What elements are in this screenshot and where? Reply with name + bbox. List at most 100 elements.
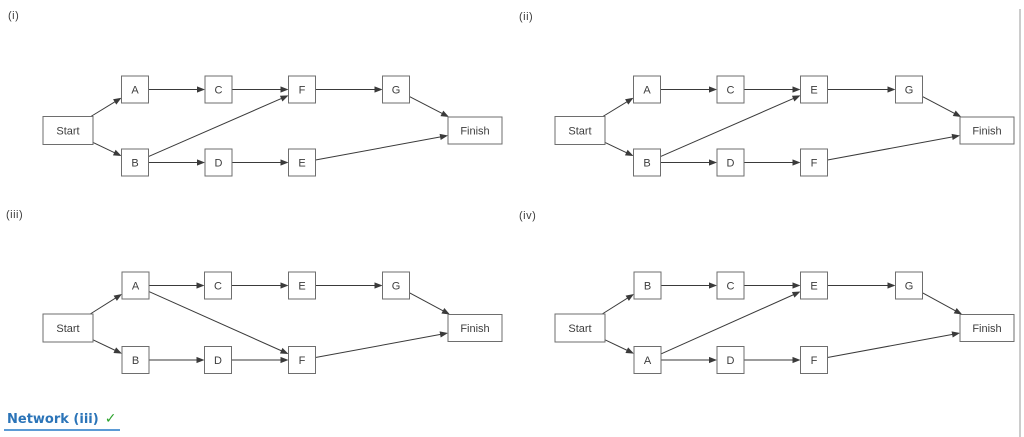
node-label: F bbox=[811, 355, 818, 367]
edge-iii-C-E bbox=[231, 282, 289, 289]
edge-iv-start-A bbox=[604, 339, 634, 354]
node-iv-C: C bbox=[716, 271, 745, 300]
arrowhead-icon bbox=[709, 159, 717, 166]
node-iv-start: Start bbox=[554, 313, 606, 343]
arrowhead-icon bbox=[441, 307, 450, 315]
edge-iv-A-D bbox=[661, 356, 717, 364]
answer-link-text[interactable]: Network (iii) bbox=[7, 412, 99, 427]
edge-i-F-G bbox=[315, 86, 383, 93]
node-label: E bbox=[298, 281, 305, 293]
node-label: Start bbox=[568, 323, 591, 335]
arrowhead-icon bbox=[113, 97, 122, 105]
edge-ii-E-G bbox=[827, 86, 896, 93]
node-label: D bbox=[215, 158, 223, 170]
edge-iii-B-D bbox=[149, 356, 205, 364]
edge-iii-E-G bbox=[315, 282, 383, 289]
edge-iii-F-finish bbox=[315, 331, 448, 358]
node-label: E bbox=[810, 85, 817, 97]
node-ii-A: A bbox=[633, 75, 661, 104]
arrowhead-icon bbox=[951, 331, 960, 338]
node-i-F: F bbox=[288, 75, 316, 104]
node-label: D bbox=[727, 355, 735, 367]
edge-iv-C-E bbox=[744, 282, 801, 289]
arrowhead-icon bbox=[374, 86, 383, 93]
arrowhead-icon bbox=[792, 356, 801, 364]
node-iii-E: E bbox=[288, 271, 316, 300]
node-label: C bbox=[727, 85, 735, 97]
edge-iv-E-G bbox=[827, 282, 896, 289]
node-label: Finish bbox=[460, 126, 489, 138]
arrowhead-icon bbox=[952, 110, 962, 117]
node-label: A bbox=[132, 281, 140, 293]
edge-ii-B-E bbox=[660, 95, 801, 158]
node-iii-B: B bbox=[121, 346, 150, 374]
arrowhead-icon bbox=[113, 294, 122, 301]
edge-ii-start-B bbox=[604, 141, 634, 157]
arrowhead-icon bbox=[197, 86, 205, 93]
node-iv-A: A bbox=[633, 346, 662, 374]
edge-ii-F-finish bbox=[827, 133, 960, 161]
arrowhead-icon bbox=[709, 282, 717, 289]
arrowhead-icon bbox=[951, 133, 960, 140]
edge-iii-A-F bbox=[148, 291, 289, 354]
node-label: G bbox=[905, 281, 914, 293]
arrowhead-icon bbox=[792, 86, 801, 93]
node-i-E: E bbox=[288, 148, 316, 177]
edge-i-start-A bbox=[90, 97, 122, 117]
node-label: B bbox=[643, 158, 650, 170]
node-iii-G: G bbox=[382, 271, 410, 300]
node-label: E bbox=[810, 281, 817, 293]
edge-ii-B-D bbox=[660, 159, 717, 166]
edge-iii-D-F bbox=[231, 356, 289, 364]
node-i-A: A bbox=[121, 75, 149, 104]
node-label: Start bbox=[568, 126, 591, 138]
arrowhead-icon bbox=[113, 347, 122, 354]
node-label: Start bbox=[56, 323, 79, 335]
node-ii-G: G bbox=[895, 75, 923, 104]
node-i-G: G bbox=[382, 75, 410, 104]
arrowhead-icon bbox=[625, 294, 634, 301]
arrowhead-icon bbox=[374, 282, 383, 289]
node-iii-F: F bbox=[288, 346, 316, 374]
node-label: A bbox=[643, 85, 651, 97]
arrowhead-icon bbox=[791, 95, 801, 102]
edge-ii-C-E bbox=[744, 86, 801, 93]
node-label: F bbox=[299, 85, 306, 97]
edge-iv-B-C bbox=[661, 282, 717, 289]
arrowhead-icon bbox=[709, 356, 717, 364]
arrowhead-icon bbox=[112, 149, 122, 157]
node-label: D bbox=[214, 355, 222, 367]
node-label: Finish bbox=[972, 126, 1001, 138]
arrowhead-icon bbox=[196, 282, 205, 289]
scrollbar-track[interactable] bbox=[1019, 9, 1021, 437]
node-label: Finish bbox=[460, 323, 489, 335]
node-label: Finish bbox=[972, 323, 1001, 335]
arrowhead-icon bbox=[197, 159, 205, 166]
node-ii-C: C bbox=[716, 75, 745, 104]
arrowhead-icon bbox=[439, 331, 448, 338]
arrowhead-icon bbox=[887, 282, 896, 289]
edge-iv-G-finish bbox=[922, 292, 963, 315]
node-ii-B: B bbox=[633, 148, 661, 177]
node-label: E bbox=[298, 158, 305, 170]
arrowhead-icon bbox=[196, 356, 205, 364]
edge-iv-D-F bbox=[744, 356, 801, 364]
arrowhead-icon bbox=[887, 86, 896, 93]
node-iii-finish: Finish bbox=[447, 314, 503, 342]
edge-iii-start-A bbox=[89, 294, 122, 315]
network-iv-label: (iv) bbox=[519, 210, 537, 222]
network-i-label: (i) bbox=[8, 10, 20, 22]
edge-ii-G-finish bbox=[922, 96, 962, 117]
answer-link[interactable]: Network (iii)✓ bbox=[4, 411, 121, 431]
edge-iv-F-finish bbox=[827, 331, 960, 358]
edge-iv-A-E bbox=[660, 291, 801, 355]
node-ii-finish: Finish bbox=[959, 116, 1015, 145]
node-label: B bbox=[644, 281, 651, 293]
edge-i-C-F bbox=[232, 86, 289, 93]
edge-i-G-finish bbox=[409, 96, 449, 117]
arrowhead-icon bbox=[953, 307, 963, 315]
